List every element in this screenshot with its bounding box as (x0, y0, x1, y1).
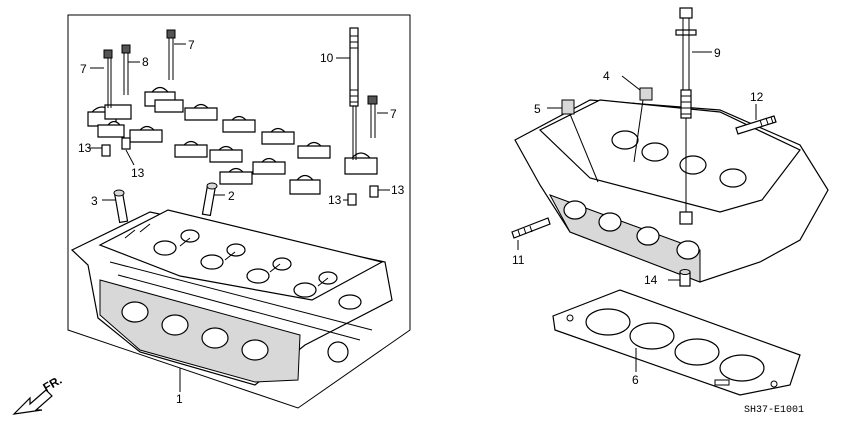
dowel-pin-3 (113, 189, 129, 224)
callout-13-c: 13 (328, 193, 342, 207)
callout-10: 10 (320, 51, 334, 65)
stud-12 (735, 115, 777, 135)
leader-lines-left (88, 43, 390, 392)
dowel-pin-14 (679, 269, 691, 287)
bolt-7-left (103, 49, 113, 108)
kit-boundary (67, 14, 411, 409)
callout-8: 8 (142, 55, 149, 69)
stud-11 (511, 217, 551, 239)
head-journals (153, 229, 362, 310)
callout-13-a: 13 (78, 141, 92, 155)
front-direction-arrow-icon (12, 389, 53, 415)
callout-4: 4 (603, 69, 610, 83)
bolt-7-top (166, 29, 176, 80)
callout-3: 3 (91, 194, 98, 208)
washer-5 (561, 99, 599, 183)
callout-7-left: 7 (80, 62, 87, 76)
callout-7-top: 7 (188, 38, 195, 52)
callout-12: 12 (750, 90, 764, 104)
callout-5: 5 (534, 102, 541, 116)
dowel-pin-2 (201, 182, 218, 217)
callout-14: 14 (644, 273, 658, 287)
callout-13-b: 13 (131, 166, 145, 180)
diagram-code: SH37-E1001 (744, 405, 804, 416)
callout-6: 6 (632, 373, 639, 387)
seal-4 (633, 87, 653, 163)
bolt-7-right (367, 95, 378, 138)
callout-1: 1 (176, 392, 183, 406)
bolt-8 (121, 44, 131, 95)
bolt-9 (675, 7, 697, 225)
callout-11: 11 (512, 253, 525, 267)
camshaft-holders (87, 86, 378, 195)
cylinder-head-right (514, 99, 829, 283)
stud-10 (349, 27, 359, 160)
callout-7-right: 7 (390, 107, 397, 121)
callout-2: 2 (228, 189, 235, 203)
callout-13-d: 13 (391, 183, 405, 197)
leader-lines-right (517, 51, 757, 372)
cylinder-head (70, 209, 393, 386)
head-gasket (552, 289, 801, 396)
callout-9: 9 (714, 46, 721, 60)
